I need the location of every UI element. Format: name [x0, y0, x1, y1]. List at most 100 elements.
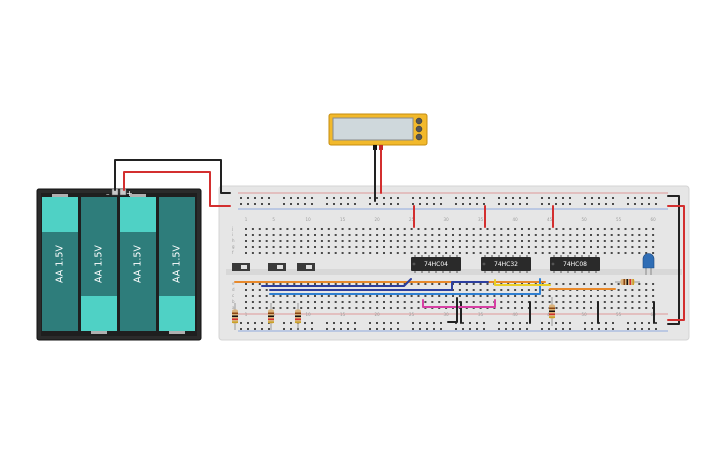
rail-hole[interactable] [455, 328, 457, 330]
breadboard-hole[interactable] [355, 283, 358, 285]
breadboard-hole[interactable] [638, 289, 641, 291]
breadboard-hole[interactable] [307, 301, 310, 303]
breadboard-hole[interactable] [631, 228, 634, 230]
breadboard-hole[interactable] [590, 307, 592, 309]
breadboard-hole[interactable] [314, 228, 316, 230]
rail-hole[interactable] [261, 328, 263, 330]
breadboard-hole[interactable] [452, 228, 454, 230]
breadboard-hole[interactable] [521, 228, 523, 230]
breadboard-hole[interactable] [396, 301, 399, 303]
breadboard-hole[interactable] [645, 228, 648, 230]
breadboard-hole[interactable] [369, 307, 372, 309]
rail-hole[interactable] [283, 328, 285, 330]
rail-hole[interactable] [426, 203, 428, 205]
breadboard-hole[interactable] [596, 283, 599, 285]
breadboard-hole[interactable] [272, 301, 275, 303]
breadboard-hole[interactable] [472, 228, 475, 230]
breadboard-hole[interactable] [500, 246, 503, 248]
breadboard-hole[interactable] [245, 301, 247, 303]
breadboard-hole[interactable] [417, 252, 420, 254]
rail-hole[interactable] [555, 322, 557, 324]
breadboard-hole[interactable] [624, 252, 627, 254]
breadboard-hole[interactable] [521, 240, 523, 242]
rail-hole[interactable] [641, 328, 643, 330]
breadboard-hole[interactable] [610, 246, 613, 248]
breadboard-hole[interactable] [617, 301, 620, 303]
breadboard-hole[interactable] [603, 307, 606, 309]
breadboard-hole[interactable] [452, 301, 454, 303]
breadboard-hole[interactable] [576, 295, 579, 297]
breadboard-hole[interactable] [638, 228, 641, 230]
resistor[interactable] [615, 279, 640, 285]
breadboard-hole[interactable] [376, 283, 379, 285]
rail-hole[interactable] [526, 203, 528, 205]
breadboard-hole[interactable] [265, 307, 268, 309]
breadboard-hole[interactable] [617, 289, 620, 291]
breadboard-hole[interactable] [245, 289, 247, 291]
breadboard-hole[interactable] [341, 252, 344, 254]
breadboard-hole[interactable] [555, 252, 558, 254]
breadboard-hole[interactable] [251, 246, 254, 248]
breadboard-hole[interactable] [562, 301, 565, 303]
breadboard-hole[interactable] [458, 234, 461, 236]
battery-cell[interactable]: AA 1.5V [120, 194, 156, 331]
breadboard-hole[interactable] [569, 246, 572, 248]
breadboard-hole[interactable] [493, 289, 496, 291]
breadboard-hole[interactable] [645, 301, 648, 303]
breadboard-hole[interactable] [334, 283, 337, 285]
rail-hole[interactable] [240, 322, 242, 324]
rail-hole[interactable] [562, 197, 564, 199]
rail-hole[interactable] [240, 203, 242, 205]
breadboard-hole[interactable] [424, 301, 427, 303]
breadboard-hole[interactable] [631, 246, 634, 248]
rail-hole[interactable] [648, 322, 650, 324]
slide-switch-3[interactable] [297, 263, 315, 271]
breadboard-hole[interactable] [396, 240, 399, 242]
breadboard-hole[interactable] [293, 240, 296, 242]
breadboard-hole[interactable] [631, 234, 634, 236]
breadboard-hole[interactable] [417, 234, 420, 236]
rail-hole[interactable] [369, 328, 371, 330]
rail-hole[interactable] [254, 328, 256, 330]
breadboard-hole[interactable] [410, 295, 413, 297]
breadboard-hole[interactable] [596, 228, 599, 230]
breadboard-hole[interactable] [465, 240, 468, 242]
breadboard-hole[interactable] [652, 283, 655, 285]
breadboard-hole[interactable] [424, 283, 427, 285]
breadboard-hole[interactable] [272, 246, 275, 248]
switch-knob[interactable] [277, 265, 283, 269]
breadboard-hole[interactable] [410, 240, 413, 242]
rail-hole[interactable] [261, 322, 263, 324]
rail-hole[interactable] [326, 203, 328, 205]
rail-hole[interactable] [605, 322, 607, 324]
breadboard-hole[interactable] [327, 283, 330, 285]
breadboard-hole[interactable] [624, 228, 627, 230]
breadboard-hole[interactable] [500, 234, 503, 236]
rail-hole[interactable] [598, 197, 600, 199]
breadboard-hole[interactable] [314, 240, 316, 242]
navy-signal-wire[interactable] [261, 278, 412, 287]
rail-hole[interactable] [283, 197, 285, 199]
breadboard-hole[interactable] [307, 240, 310, 242]
multimeter-probe-red-tip[interactable] [379, 145, 383, 150]
rail-hole[interactable] [247, 322, 249, 324]
breadboard-hole[interactable] [555, 228, 558, 230]
breadboard-hole[interactable] [417, 246, 420, 248]
breadboard-hole[interactable] [631, 301, 634, 303]
breadboard-hole[interactable] [307, 295, 310, 297]
wires[interactable] [114, 149, 685, 325]
breadboard-hole[interactable] [396, 246, 399, 248]
rail-hole[interactable] [627, 203, 629, 205]
battery-cell[interactable]: AA 1.5V [42, 194, 78, 331]
breadboard-hole[interactable] [403, 240, 406, 242]
breadboard-hole[interactable] [493, 240, 496, 242]
breadboard-hole[interactable] [355, 295, 358, 297]
rail-hole[interactable] [247, 328, 249, 330]
breadboard-hole[interactable] [562, 246, 565, 248]
breadboard-hole[interactable] [431, 301, 434, 303]
rail-hole[interactable] [476, 328, 478, 330]
breadboard-hole[interactable] [603, 283, 606, 285]
breadboard-hole[interactable] [638, 295, 641, 297]
breadboard-hole[interactable] [320, 240, 323, 242]
breadboard-hole[interactable] [417, 301, 420, 303]
